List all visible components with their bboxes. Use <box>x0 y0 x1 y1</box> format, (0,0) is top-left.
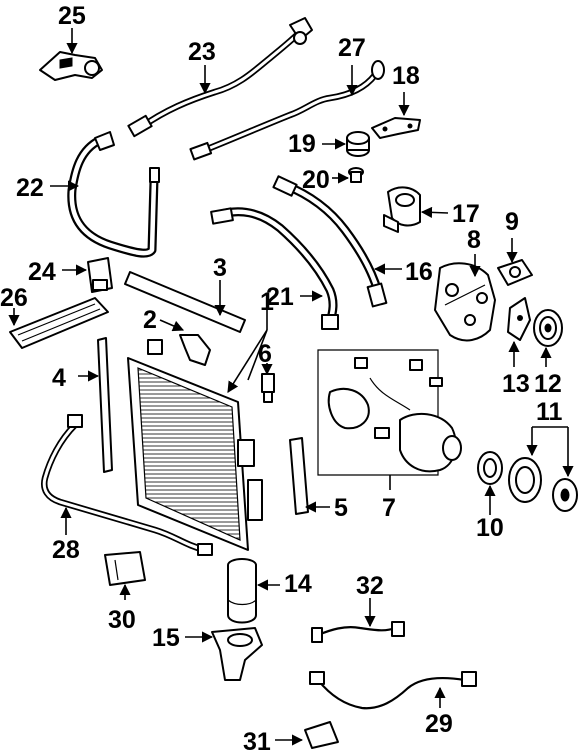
drier-14 <box>227 558 257 624</box>
pulley-12 <box>533 309 563 347</box>
switch-6 <box>261 373 275 403</box>
clip-31 <box>304 721 339 749</box>
tensioner-9 <box>497 259 533 286</box>
callout-8: 8 <box>467 226 481 254</box>
coil-10 <box>477 451 503 485</box>
callout-27: 27 <box>338 34 366 62</box>
callout-28: 28 <box>52 536 80 564</box>
callout-10: 10 <box>476 514 504 542</box>
callout-23: 23 <box>188 38 216 66</box>
seal-26 <box>9 297 109 349</box>
condenser-1 <box>127 339 263 551</box>
hose-21 <box>210 207 339 330</box>
callout-22: 22 <box>16 174 44 202</box>
bracket-18 <box>371 117 421 139</box>
clip-17 <box>383 186 421 233</box>
callout-17: 17 <box>452 200 480 228</box>
callout-labels: 25 23 27 18 19 20 22 17 9 8 3 16 24 21 2… <box>0 2 563 752</box>
callout-1: 1 <box>260 288 274 316</box>
callout-6: 6 <box>258 340 272 368</box>
callout-9: 9 <box>505 208 519 236</box>
callout-19: 19 <box>288 130 316 158</box>
callout-13: 13 <box>502 370 530 398</box>
callout-12: 12 <box>534 370 562 398</box>
hose-22 <box>67 131 160 258</box>
callout-32: 32 <box>356 572 384 600</box>
callout-29: 29 <box>425 710 453 738</box>
callout-31: 31 <box>243 728 271 752</box>
compressor-7 <box>317 349 462 476</box>
strip-4 <box>97 337 113 473</box>
callout-15: 15 <box>152 624 180 652</box>
callout-4: 4 <box>52 364 66 392</box>
callout-2: 2 <box>143 306 157 334</box>
bracket-25 <box>39 51 103 81</box>
line-28 <box>41 414 213 556</box>
valve-20 <box>348 167 364 183</box>
callout-18: 18 <box>392 62 420 90</box>
callout-30: 30 <box>108 606 136 634</box>
bracket-13 <box>507 297 531 341</box>
seal-3 <box>124 271 246 333</box>
bracket-8 <box>434 262 496 342</box>
harness-29 <box>309 671 477 710</box>
switch-24 <box>87 257 113 293</box>
callout-20: 20 <box>302 166 330 194</box>
callout-14: 14 <box>284 570 312 598</box>
callout-5: 5 <box>334 494 348 522</box>
callout-11: 11 <box>536 398 563 426</box>
callout-25: 25 <box>58 2 86 30</box>
callout-16: 16 <box>405 258 433 286</box>
callout-3: 3 <box>213 254 227 282</box>
clutch-11 <box>508 457 578 512</box>
grommet-19 <box>346 131 370 157</box>
hose-16 <box>272 175 388 308</box>
harness-32 <box>311 621 405 643</box>
callout-24: 24 <box>28 258 56 286</box>
callout-21: 21 <box>266 283 294 311</box>
bracket-15 <box>211 627 263 681</box>
bracket-2 <box>179 334 211 366</box>
callout-7: 7 <box>382 494 396 522</box>
clip-30 <box>104 551 146 586</box>
leader-lines <box>8 28 574 746</box>
hose-23 <box>127 17 313 138</box>
strip-5 <box>289 437 309 515</box>
callout-26: 26 <box>0 284 28 312</box>
